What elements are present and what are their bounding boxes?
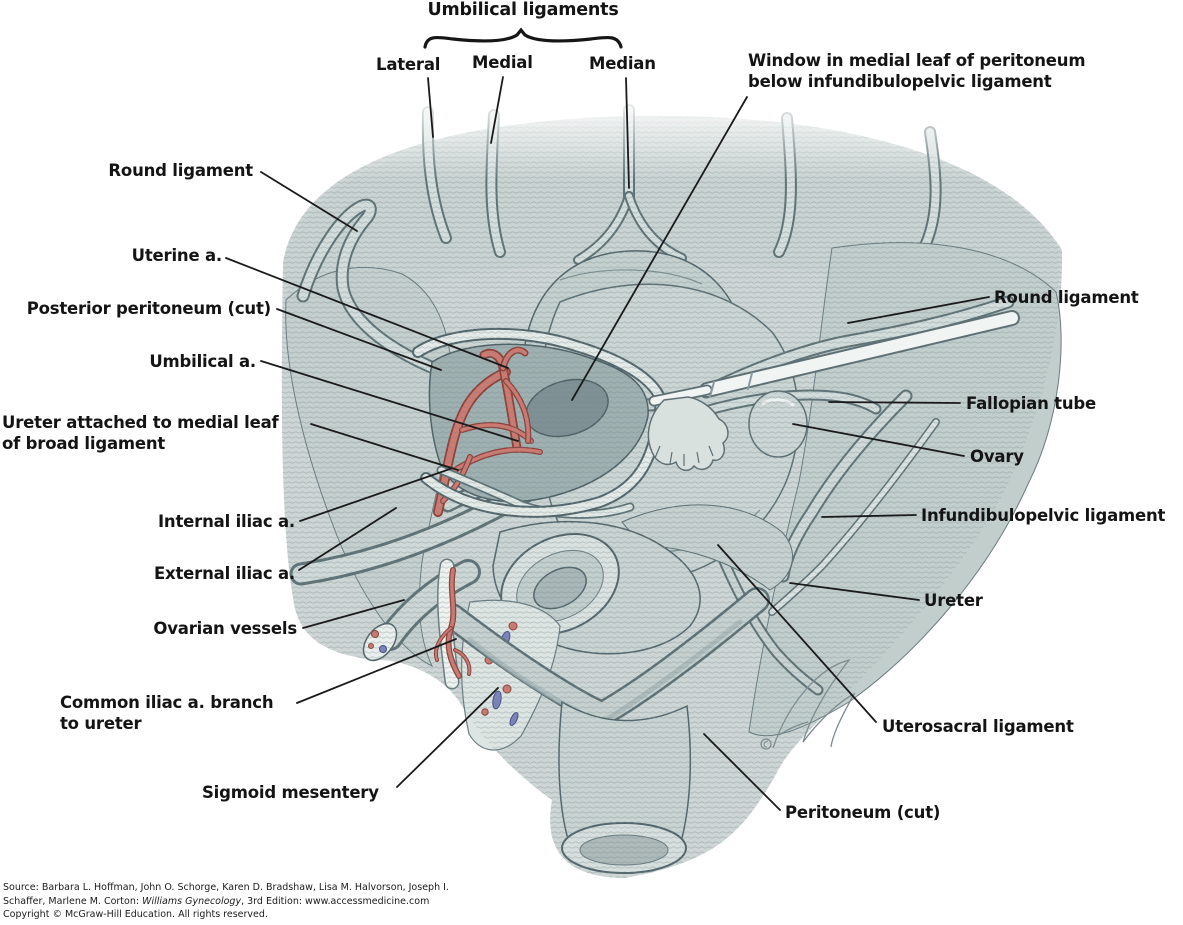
source-credit: Source: Barbara L. Hoffman, John O. Scho… (3, 881, 449, 922)
label-umbilical-a: Umbilical a. (149, 352, 256, 371)
leader-median (625, 77, 630, 189)
leader-round-ligament-right (847, 296, 990, 324)
label-round-ligament-right: Round ligament (994, 288, 1139, 307)
label-ovary: Ovary (970, 447, 1024, 466)
label-round-ligament-left: Round ligament (108, 161, 253, 180)
leader-uterine-a (225, 257, 509, 369)
leader-external-iliac-a (298, 507, 397, 571)
label-infundibulopelvic: Infundibulopelvic ligament (921, 506, 1166, 525)
leader-uterosacral (717, 544, 877, 723)
bracket (423, 27, 623, 49)
label-external-iliac-a: External iliac a. (153, 564, 295, 583)
leader-window (571, 96, 748, 401)
leader-peritoneum-cut (703, 733, 781, 811)
fimbria (647, 396, 729, 472)
leader-posterior-peritoneum (276, 308, 442, 371)
copyright-line: Copyright © McGraw-Hill Education. All r… (3, 909, 268, 920)
label-ovarian-vessels: Ovarian vessels (153, 619, 297, 638)
leader-lines (225, 76, 990, 811)
leader-ureter-right (789, 582, 920, 601)
label-lateral: Lateral (376, 55, 441, 74)
probe-instrument (648, 310, 1020, 407)
leader-fallopian-tube (828, 401, 961, 404)
leader-medial (490, 76, 504, 144)
leader-sigmoid-mesentery (396, 687, 499, 788)
label-posterior-peritoneum: Posterior peritoneum (cut) (26, 299, 271, 318)
label-common-iliac-branch: Common iliac a. branch to ureter (60, 693, 274, 733)
leader-umbilical-a (260, 360, 519, 442)
leader-common-iliac-branch (296, 638, 457, 704)
label-sigmoid-mesentery: Sigmoid mesentery (202, 783, 379, 802)
leader-lateral (427, 77, 434, 138)
label-uterine-a: Uterine a. (131, 246, 223, 265)
texture-overlay (281, 115, 1063, 878)
leader-ovary (792, 423, 965, 457)
label-ureter-right: Ureter (924, 591, 983, 610)
label-uterosacral: Uterosacral ligament (882, 717, 1074, 736)
artist-signature (760, 658, 856, 750)
leader-ureter-attached (310, 423, 459, 471)
label-window: Window in medial leaf of peritoneum belo… (748, 51, 1086, 91)
leader-round-ligament-left (260, 171, 358, 232)
label-medial: Medial (472, 53, 533, 72)
top-fade (250, 92, 1080, 180)
label-median: Median (589, 54, 656, 73)
label-fallopian-tube: Fallopian tube (966, 394, 1097, 413)
leader-ovarian-vessels (302, 599, 405, 629)
source-line-2: Schaffer, Marlene M. Corton: Williams Gy… (3, 895, 430, 907)
bracket-title: Umbilical ligaments (427, 0, 619, 20)
leader-internal-iliac-a (299, 468, 451, 522)
leader-infundibulopelvic (821, 514, 917, 518)
source-line-1: Source: Barbara L. Hoffman, John O. Scho… (3, 882, 449, 893)
label-peritoneum-cut: Peritoneum (cut) (785, 803, 941, 822)
label-ureter-attached: Ureter attached to medial leaf of broad … (2, 413, 279, 453)
label-internal-iliac-a: Internal iliac a. (157, 512, 295, 531)
